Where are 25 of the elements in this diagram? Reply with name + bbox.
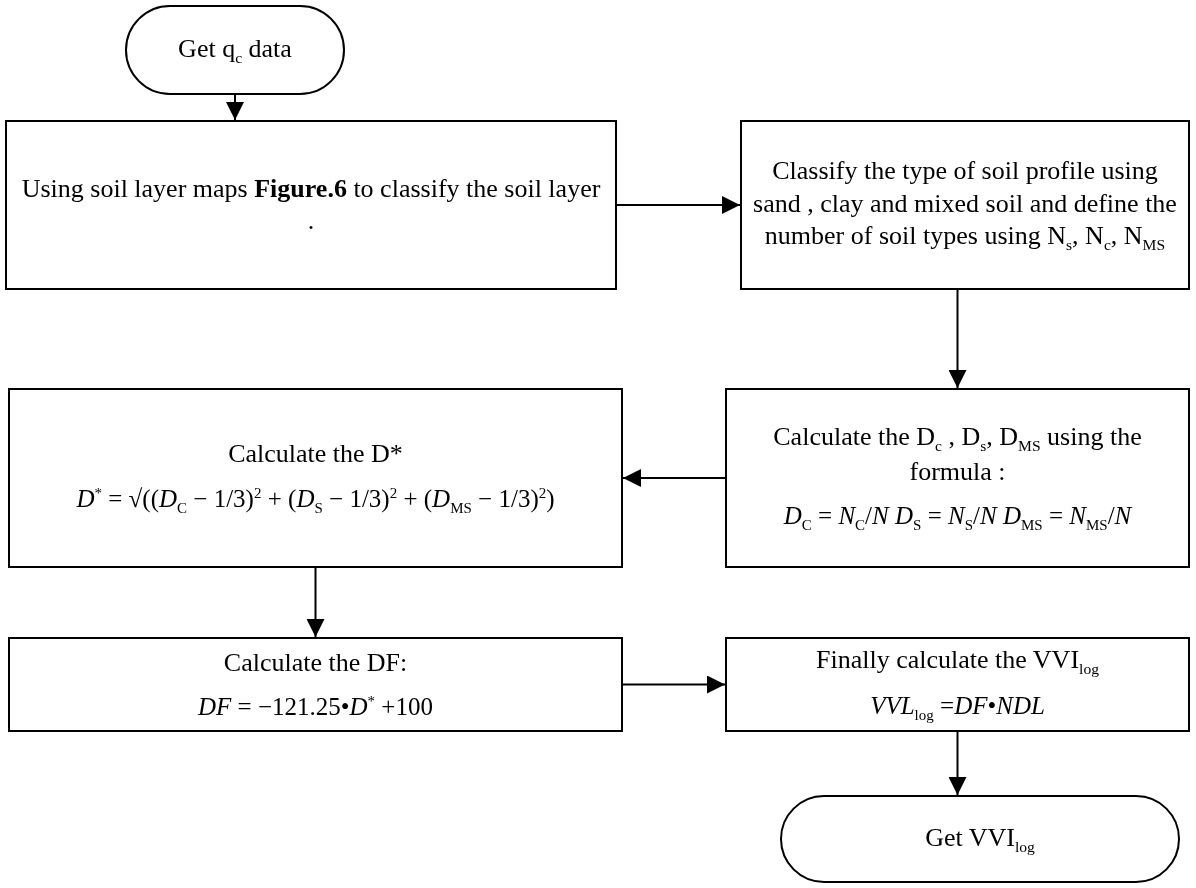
step-text: Calculate the D*: [228, 438, 403, 471]
arrow: [616, 196, 741, 214]
arrow: [306, 567, 325, 638]
step-text: Classify the type of soil profile using sand , clay and mixed soil and define the number of soil types using N$_{s}$, N$_{c}$, N$_{MS}$: [752, 155, 1178, 255]
formula-text: D$_{C}$ = N$_{C}$/N D$_{S}$ = N$_{S}$/N D$_{MS}$ = N$_{MS}$/N: [783, 501, 1132, 535]
arrow: [226, 94, 244, 121]
process-box: [8, 388, 623, 568]
process-box: [725, 388, 1190, 568]
step-text: Get q$_{c}$ data: [178, 32, 292, 68]
step-text: Finally calculate the VVI$_{log}$: [816, 643, 1099, 679]
process-box: [5, 120, 617, 290]
process-box: [740, 120, 1190, 290]
process-box: [8, 637, 623, 732]
step-text: Get VVI$_{log}$: [925, 821, 1035, 857]
formula-text: D$^{*}$ = √((D$_{C}$ − 1/3)$^{2}$ + (D$_{S}$ − 1/3)$^{2}$ + (D$_{MS}$ − 1/3)$^{2}$): [76, 483, 555, 518]
step-text: Using soil layer maps Figure.6 to classify the soil layer .: [20, 172, 602, 237]
step-text: Calculate the D$_{c}$ , D$_{s}$, D$_{MS}$ using the formula :: [772, 421, 1143, 488]
step-text: Calculate the DF:: [223, 646, 408, 679]
arrow: [948, 289, 967, 389]
arrow: [622, 469, 726, 487]
formula-text: VVL$_{log}$ =DF•NDL: [870, 691, 1045, 726]
formula-text: DF = −121.25•D$^{*}$ +100: [198, 691, 433, 723]
process-box: [725, 637, 1190, 732]
arrow: [948, 731, 967, 796]
arrow: [622, 675, 726, 694]
